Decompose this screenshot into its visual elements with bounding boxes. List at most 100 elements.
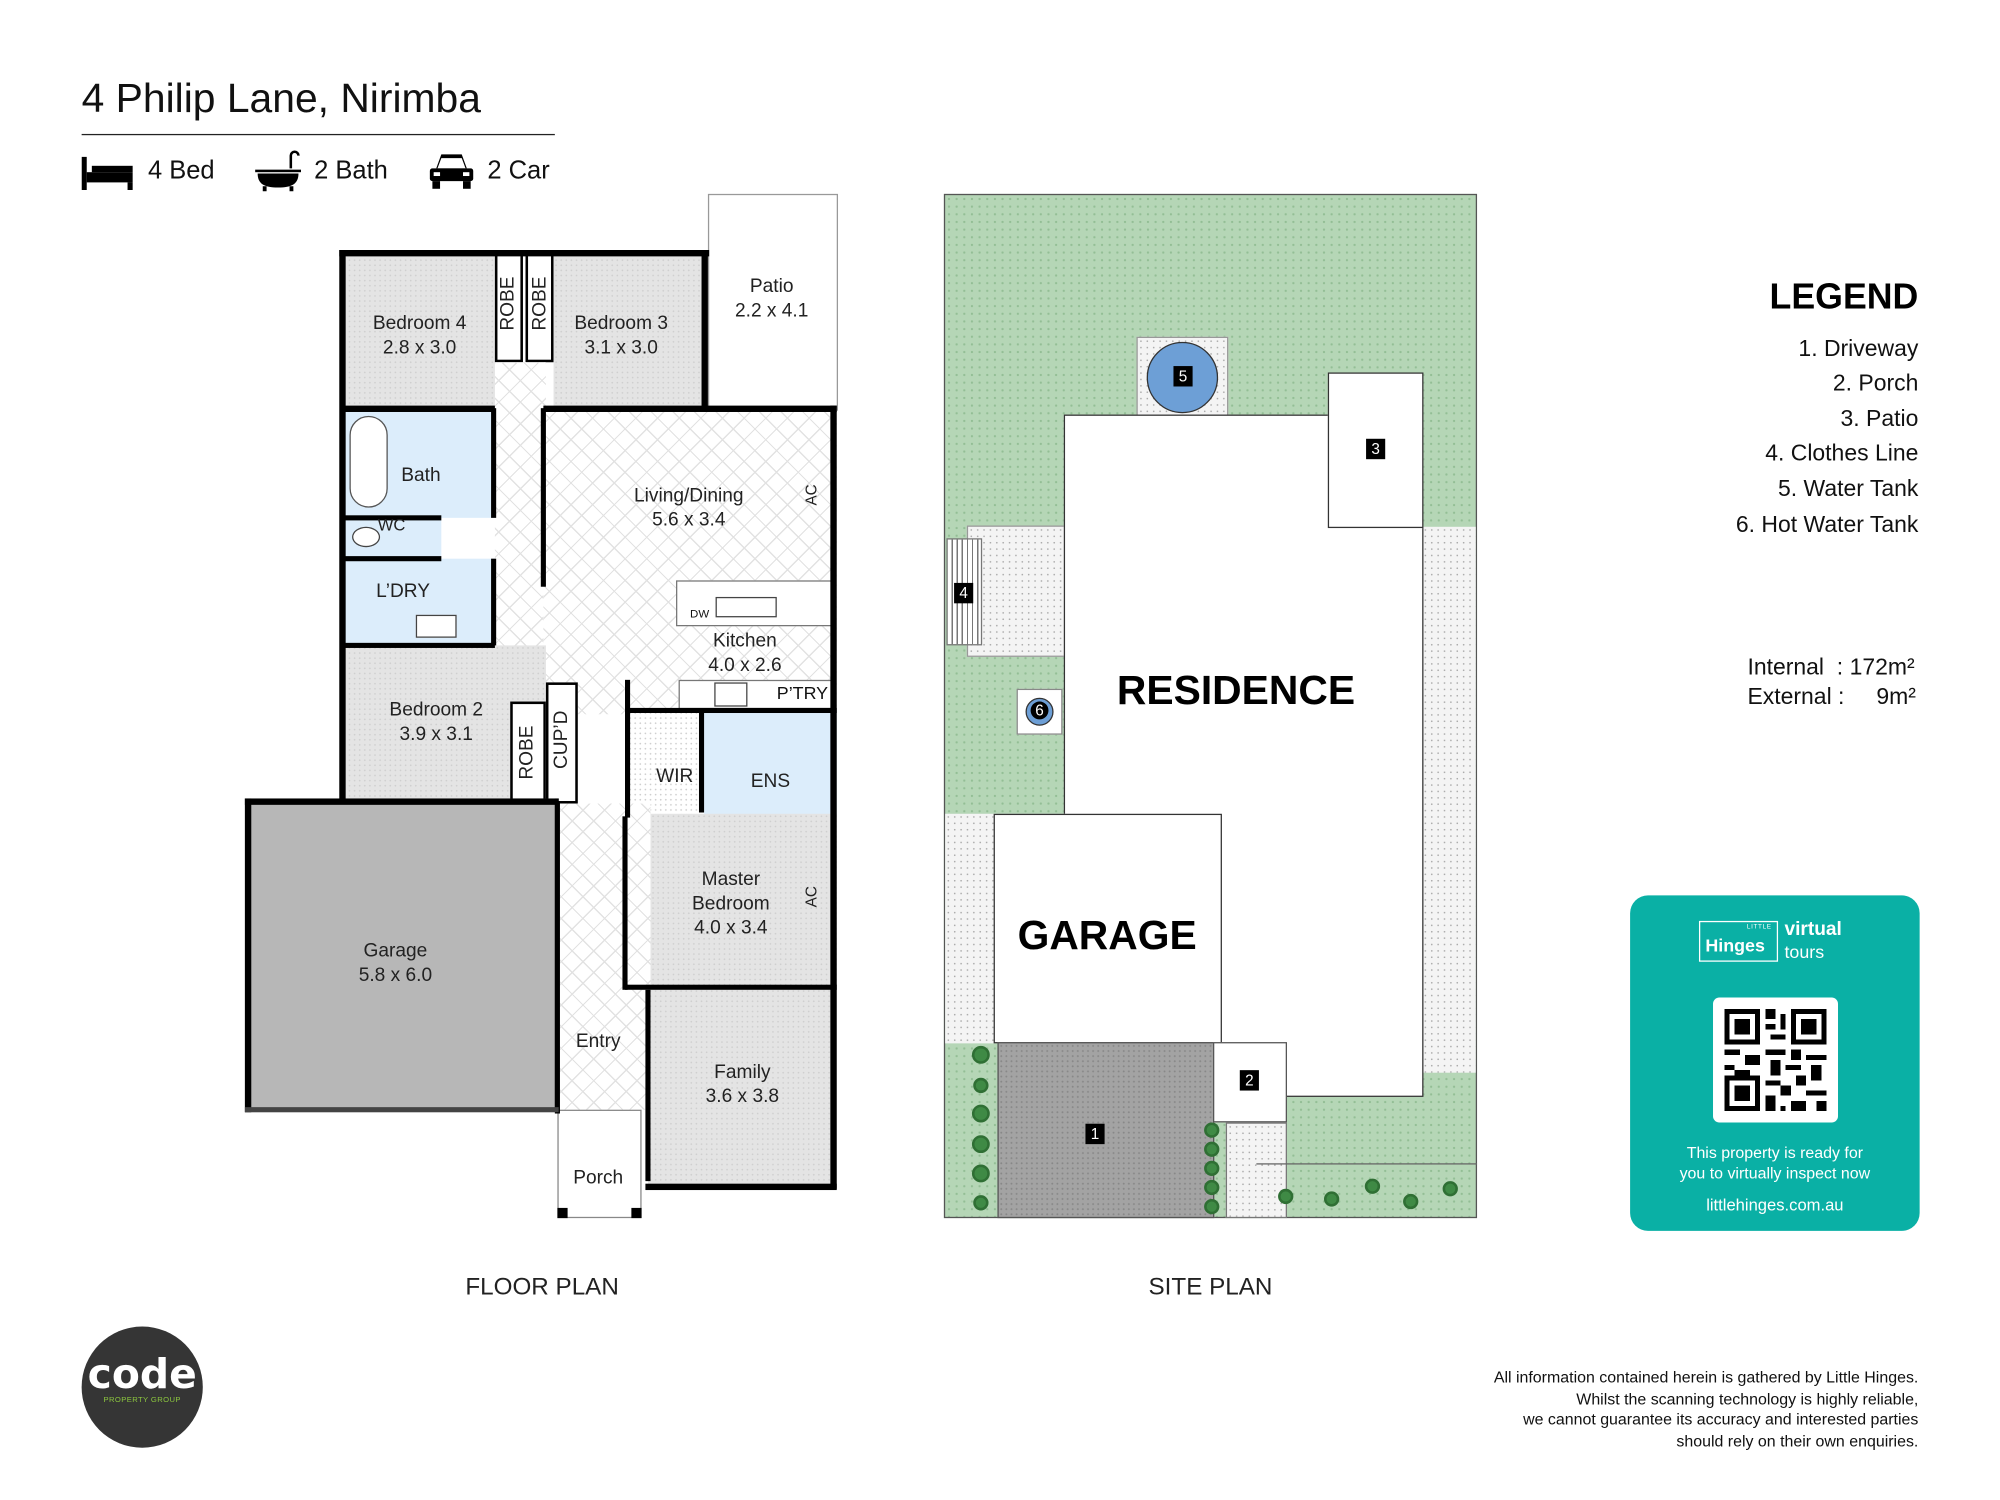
disclaimer-line: All information contained herein is gath… bbox=[1493, 1368, 1919, 1387]
pantry-counter bbox=[678, 679, 835, 710]
marker-2: 2 bbox=[1239, 1070, 1259, 1091]
label-ac-living: AC bbox=[802, 484, 821, 506]
wall bbox=[645, 989, 651, 1182]
logo-small-text: LITTLE bbox=[1746, 923, 1772, 932]
wall bbox=[341, 556, 442, 562]
legend-item: 4. Clothes Line bbox=[1765, 440, 1919, 466]
shrub bbox=[1204, 1179, 1220, 1196]
wall bbox=[244, 1107, 559, 1113]
bath-count: 2 Bath bbox=[314, 156, 388, 185]
little-hinges-logo: LITTLE Hinges bbox=[1698, 920, 1779, 962]
laundry-tub bbox=[415, 614, 457, 638]
front-path bbox=[1225, 1122, 1287, 1219]
sink bbox=[715, 596, 777, 618]
site-plan-caption: SITE PLAN bbox=[1148, 1274, 1273, 1302]
wall bbox=[341, 642, 495, 648]
shrub bbox=[1364, 1178, 1381, 1194]
robe-2 bbox=[525, 252, 554, 363]
wall bbox=[645, 1183, 837, 1191]
label-wc: WC bbox=[377, 515, 406, 535]
shrub bbox=[1204, 1122, 1220, 1138]
room-name: Patio bbox=[749, 275, 794, 298]
wall bbox=[540, 408, 546, 587]
room-name: Bedroom 4 bbox=[372, 312, 467, 335]
shrub bbox=[973, 1077, 989, 1094]
marker-4: 4 bbox=[954, 582, 974, 604]
shrub bbox=[1204, 1141, 1220, 1157]
room-size: 4.0 x 2.6 bbox=[708, 654, 782, 677]
logo-tours-text: tours bbox=[1784, 941, 1825, 962]
room-wir bbox=[627, 710, 705, 817]
wall bbox=[557, 1207, 568, 1219]
wall bbox=[624, 679, 631, 818]
logo-brand-text: Hinges bbox=[1705, 934, 1765, 956]
clothes-line-area bbox=[966, 525, 1067, 657]
marker-5: 5 bbox=[1173, 366, 1193, 387]
label-wir: WIR bbox=[656, 765, 694, 787]
label-bath: Bath bbox=[401, 464, 441, 486]
legend-item: 2. Porch bbox=[1832, 369, 1919, 396]
internal-label: Internal : bbox=[1747, 654, 1844, 680]
wall bbox=[701, 249, 708, 411]
label-ac-master: AC bbox=[802, 886, 821, 908]
external-label: External : bbox=[1747, 683, 1845, 710]
wall bbox=[491, 558, 497, 646]
room-ensuite bbox=[704, 710, 837, 817]
room-bedroom-4 bbox=[341, 252, 498, 411]
side-path-left bbox=[945, 813, 997, 1044]
label-robe-3: ROBE bbox=[515, 725, 538, 780]
label-robe-2: ROBE bbox=[528, 276, 551, 331]
bed-icon bbox=[81, 156, 133, 191]
legend-title: LEGEND bbox=[1769, 276, 1919, 317]
shrub bbox=[971, 1045, 990, 1064]
qr-code[interactable] bbox=[1713, 997, 1839, 1123]
title-rule bbox=[81, 133, 555, 136]
wall bbox=[698, 710, 705, 813]
entry-hall bbox=[558, 803, 651, 1110]
shrub bbox=[971, 1104, 990, 1123]
side-path-right bbox=[1422, 526, 1476, 1073]
porch bbox=[557, 1109, 642, 1219]
legend-item: 1. Driveway bbox=[1798, 335, 1919, 361]
garden-divider bbox=[1256, 1163, 1478, 1165]
shrub bbox=[973, 1195, 989, 1211]
room-name: Bedroom 3 bbox=[574, 312, 668, 335]
room-master-bedroom bbox=[624, 813, 837, 990]
wall bbox=[554, 801, 560, 1114]
robe-1 bbox=[494, 252, 523, 363]
code-property-group-logo: code PROPERTY GROUP bbox=[81, 1326, 203, 1448]
logo-word: code bbox=[87, 1349, 197, 1398]
floor-plan-caption: FLOOR PLAN bbox=[465, 1274, 619, 1302]
room-family bbox=[647, 988, 837, 1188]
room-size: 3.1 x 3.0 bbox=[584, 336, 658, 359]
room-living-dining bbox=[543, 408, 837, 715]
room-name: Living/Dining bbox=[633, 484, 744, 507]
wall bbox=[339, 249, 346, 802]
area-internal: Internal : 172m² bbox=[1747, 654, 1914, 681]
legend-item: 5. Water Tank bbox=[1777, 475, 1919, 502]
car-count: 2 Car bbox=[487, 156, 550, 185]
label-porch: Porch bbox=[573, 1167, 624, 1189]
shrub bbox=[1442, 1181, 1458, 1197]
shrub bbox=[1403, 1193, 1419, 1210]
virtual-tour-card[interactable]: LITTLE Hinges virtual tours This propert… bbox=[1630, 895, 1920, 1231]
label-dw: DW bbox=[690, 607, 710, 620]
toilet-icon bbox=[352, 526, 381, 548]
shrub bbox=[1204, 1198, 1220, 1215]
room-size: 4.0 x 3.4 bbox=[694, 917, 768, 939]
shrub bbox=[971, 1135, 990, 1154]
promo-url[interactable]: littlehinges.com.au bbox=[1706, 1195, 1844, 1215]
internal-value: 172m² bbox=[1849, 654, 1915, 680]
wall bbox=[341, 405, 495, 412]
wall bbox=[830, 405, 837, 1189]
room-name: Garage bbox=[363, 940, 428, 962]
room-name: Bedroom bbox=[692, 892, 770, 915]
room-name: Kitchen bbox=[712, 630, 777, 652]
promo-text: This property is ready for you to virtua… bbox=[1630, 1143, 1920, 1184]
room-size: 5.8 x 6.0 bbox=[358, 964, 433, 986]
